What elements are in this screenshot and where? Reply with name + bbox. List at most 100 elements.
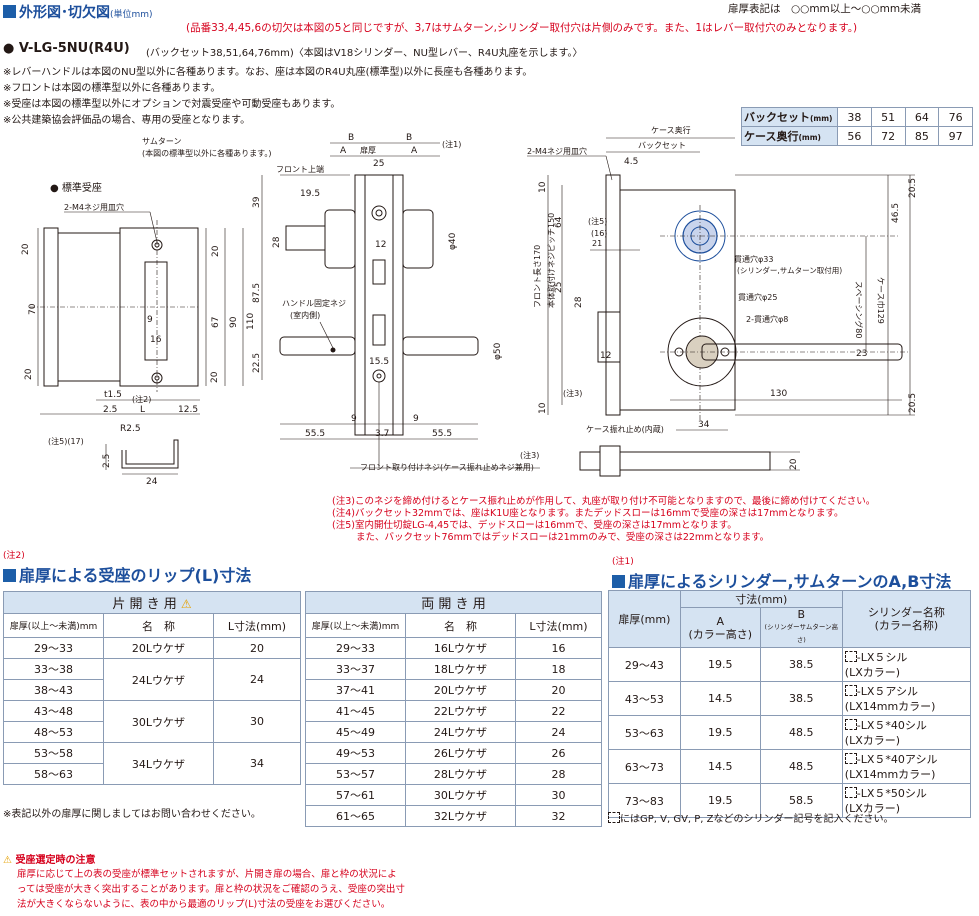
table-row: ケース奥行(mm) 56 72 85 97 [741,126,973,146]
note-item: ※フロントは本図の標準型以外に各種あります。 [3,83,221,94]
dim-label: φ40 [448,232,458,250]
spacing-label: スペーシング80 [854,281,864,338]
hole33-label: 貫通穴φ33 [734,254,773,264]
backset-table: バックセット(mm) 38 51 64 76 ケース奥行(mm) 56 72 8… [741,107,973,146]
header-note: (品番33,4,45,6の切欠は本図の5と同じですが、3,7はサムターン,シリン… [186,22,858,34]
dim-label: 19.5 [300,189,320,199]
table-caption: 両 開 き 用 [305,591,602,614]
cell: 76 [938,107,973,127]
caution-body: 扉厚に応じて上の表の受座が標準セットされますが、片開き扉の場合、扉と枠の状況によ… [17,869,405,910]
table-header-row: 扉厚(以上～未満)mm 名 称 L寸法(mm) [305,613,602,638]
placeholder-box-icon [608,812,620,823]
door-thickness-label: 扉厚 [360,145,376,155]
m4-hole-label: 2-M4ネジ用皿穴 [64,202,124,212]
dim-label: 20.5 [908,178,918,198]
note-ref: (注5)(17) [48,436,84,446]
front-top-label: フロント上端 [276,164,324,174]
dim-label: 2.5 [103,405,117,415]
dim-label: 28 [272,236,282,248]
handle-screw-label: ハンドル固定ネジ [282,298,346,308]
footnote-item: (注4)バックセット32mmでは、座はK1U座となります。またデッドスローは16… [332,508,844,519]
dim-label: 9 [147,315,153,325]
dim-label: 10 [538,181,548,193]
col-header: 扉厚(mm) [608,590,681,648]
dim-label: 23 [856,349,867,359]
table-header-row: 扉厚(以上～未満)mm 名 称 L寸法(mm) [3,613,301,638]
backset-label: バックセット [638,141,686,150]
lever-left [279,336,356,356]
col-header: L寸法(mm) [515,613,602,638]
footnote-item: また、バックセット76mmではデッドスローは21mmのみで、受座の深さは22mm… [356,532,770,543]
dim-label: 12.5 [178,405,198,415]
table-row: バックセット(mm) 38 51 64 76 [741,107,973,127]
dim-label: 12 [375,240,386,250]
col-header: 寸法(mm) [679,590,843,608]
cylinder-table: 扉厚(mm) 寸法(mm) シリンダー名称(カラー名称) A(カラー高さ) B(… [608,590,972,818]
footnote-item: (注5)室内開仕切錠LG-4,45では、デッドスローは16mmで、受座の深さは1… [332,520,737,531]
front-plate [605,174,621,416]
lip-section-title: 扉厚による受座のリップ(L)寸法 [3,562,251,586]
dim-label: 4.5 [624,157,638,167]
warning-icon: ⚠ [180,597,192,611]
cylinder-section-title: 扉厚によるシリンダー,サムターンのA,B寸法 [612,568,951,592]
note-ref: (注2) [132,394,151,404]
footnotes: (注3)このネジを締め付けるとケース振れ止めが作用して、丸座が取り付け不可能とな… [332,496,875,544]
dim-label: A [411,146,418,156]
table-caption-row: 両 開 き 用 [305,591,602,614]
case-width-label: ケース巾129 [876,277,886,324]
case-body [619,189,736,411]
dim-label: t1.5 [104,390,122,400]
section-marker-icon [3,569,16,582]
dim-label: R2.5 [120,424,141,434]
col-header: B(シリンダーサムターン高さ) [759,607,843,648]
front-screw-label: フロント取り付けネジ(ケース振れ止めネジ兼用) [360,462,534,472]
note-ref: (注3) [563,388,582,398]
caution-title: ⚠ 受座選定時の注意 [3,855,96,866]
model-name: ● V-LG-5NU(R4U) [3,41,130,56]
dim-label: 20 [211,245,221,257]
note-ref: (注1) [442,139,461,149]
notes-list: ※レバーハンドルは本図のNU型以外に各種あります。なお、座は本図のR4U丸座(標… [3,65,532,129]
dim-label: 20 [21,243,31,255]
dim-label: 70 [28,303,38,315]
section-header: 外形図･切欠図(単位mm) [3,2,153,22]
dim-label: 24 [146,477,158,487]
table-caption: 片 開 き 用 ⚠ [3,591,301,614]
unit-label: (単位mm) [110,10,153,20]
row-label: ケース奥行(mm) [741,126,838,146]
m4-hole2-label: 2-M4ネジ用皿穴 [527,146,587,156]
case-depth-label: ケース奥行 [651,125,691,135]
dim-label: 28 [574,296,584,308]
front-length-label: フロント長さ170 [533,245,542,308]
dim-label: 15.5 [369,357,389,367]
dim-label: 25 [373,159,384,169]
table-caption-row: 片 開 き 用 ⚠ [3,591,301,614]
page-title: 外形図･切欠図 [19,5,110,21]
col-header: 名 称 [103,613,214,638]
dim-label: 20 [789,458,799,470]
dim-label: φ50 [493,342,503,360]
single-table-footnote: ※表記以外の扉厚に関しましてはお問い合わせください。 [3,809,261,820]
col-header: L寸法(mm) [213,613,301,638]
cell: 56 [837,126,872,146]
dim-label: 22.5 [252,353,262,373]
note-item: ※受座は本図の標準型以外にオプションで対震受座や可動受座もあります。 [3,99,341,110]
col-header: A(カラー高さ) [679,607,761,648]
note-item: ※公共建築協会評価品の場合、専用の受座となります。 [3,115,251,126]
dim-label: 90 [229,316,239,328]
dim-label: 87.5 [252,283,262,303]
